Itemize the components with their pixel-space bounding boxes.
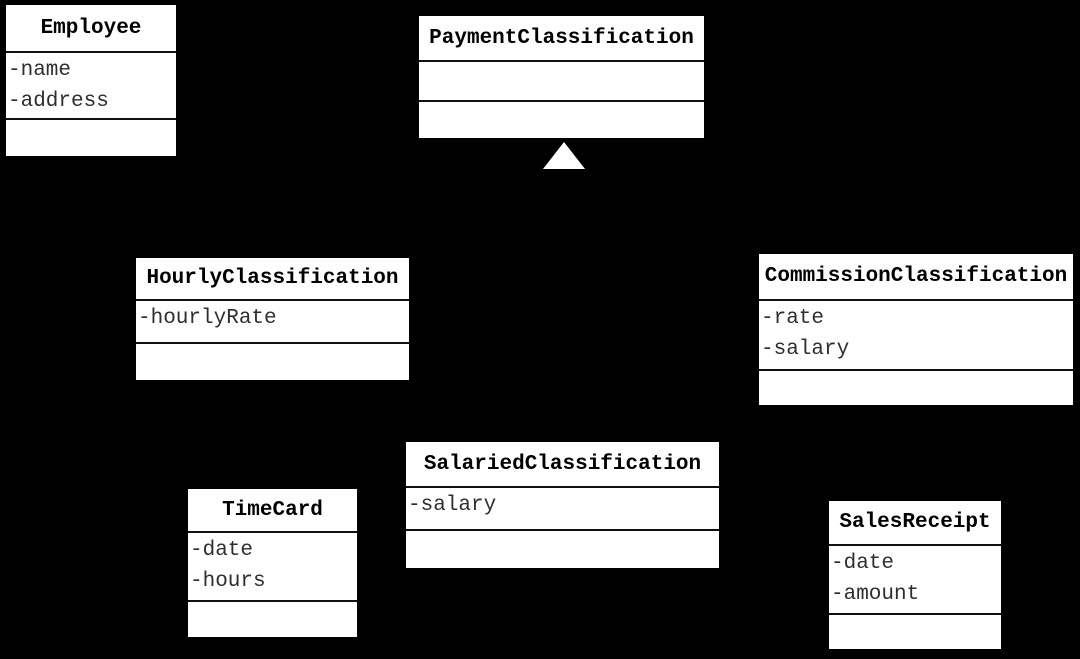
methods-compartment bbox=[136, 342, 409, 380]
class-name-label: Employee bbox=[40, 16, 142, 40]
class-attribute: -date bbox=[190, 539, 254, 562]
class-name-label: SalariedClassification bbox=[423, 452, 702, 476]
attributes-compartment: -date -amount bbox=[829, 544, 1001, 613]
class-attribute: -hours bbox=[190, 570, 266, 593]
attributes-compartment: -hourlyRate bbox=[136, 299, 409, 342]
class-box-payment-classification[interactable]: PaymentClassification bbox=[418, 15, 705, 139]
class-attribute: -salary bbox=[408, 494, 497, 517]
class-attribute: -name bbox=[8, 59, 72, 82]
class-attribute: -date bbox=[831, 552, 895, 575]
class-box-employee[interactable]: Employee -name -address bbox=[5, 4, 177, 157]
methods-compartment bbox=[759, 369, 1073, 405]
methods-compartment bbox=[419, 100, 704, 138]
class-name-label: HourlyClassification bbox=[146, 267, 399, 290]
attributes-compartment bbox=[419, 60, 704, 100]
methods-compartment bbox=[406, 529, 719, 568]
class-title: TimeCard bbox=[188, 489, 357, 531]
class-box-commission-classification[interactable]: CommissionClassification -rate -salary bbox=[758, 253, 1074, 406]
methods-compartment bbox=[188, 600, 357, 637]
class-attribute: -amount bbox=[831, 583, 920, 606]
class-box-hourly-classification[interactable]: HourlyClassification -hourlyRate bbox=[135, 257, 410, 381]
attributes-compartment: -name -address bbox=[6, 51, 176, 118]
class-name-label: PaymentClassification bbox=[429, 26, 694, 50]
attributes-compartment: -date -hours bbox=[188, 531, 357, 600]
methods-compartment bbox=[6, 118, 176, 156]
class-title: PaymentClassification bbox=[419, 16, 704, 60]
class-name-label: SalesReceipt bbox=[839, 511, 991, 534]
class-attribute: -salary bbox=[761, 338, 850, 361]
class-attribute: -address bbox=[8, 90, 109, 113]
class-attribute: -hourlyRate bbox=[138, 307, 277, 330]
class-box-salaried-classification[interactable]: SalariedClassification -salary bbox=[405, 441, 720, 569]
class-name-label: CommissionClassification bbox=[764, 265, 1068, 288]
class-title: SalariedClassification bbox=[406, 442, 719, 486]
class-title: HourlyClassification bbox=[136, 258, 409, 299]
attributes-compartment: -rate -salary bbox=[759, 299, 1073, 369]
inheritance-triangle-icon bbox=[543, 142, 585, 169]
class-attribute: -rate bbox=[761, 307, 825, 330]
class-name-label: TimeCard bbox=[222, 498, 323, 522]
class-title: CommissionClassification bbox=[759, 254, 1073, 299]
class-box-timecard[interactable]: TimeCard -date -hours bbox=[187, 488, 358, 638]
class-box-sales-receipt[interactable]: SalesReceipt -date -amount bbox=[828, 500, 1002, 650]
class-title: SalesReceipt bbox=[829, 501, 1001, 544]
methods-compartment bbox=[829, 613, 1001, 649]
attributes-compartment: -salary bbox=[406, 486, 719, 529]
class-title: Employee bbox=[6, 5, 176, 51]
